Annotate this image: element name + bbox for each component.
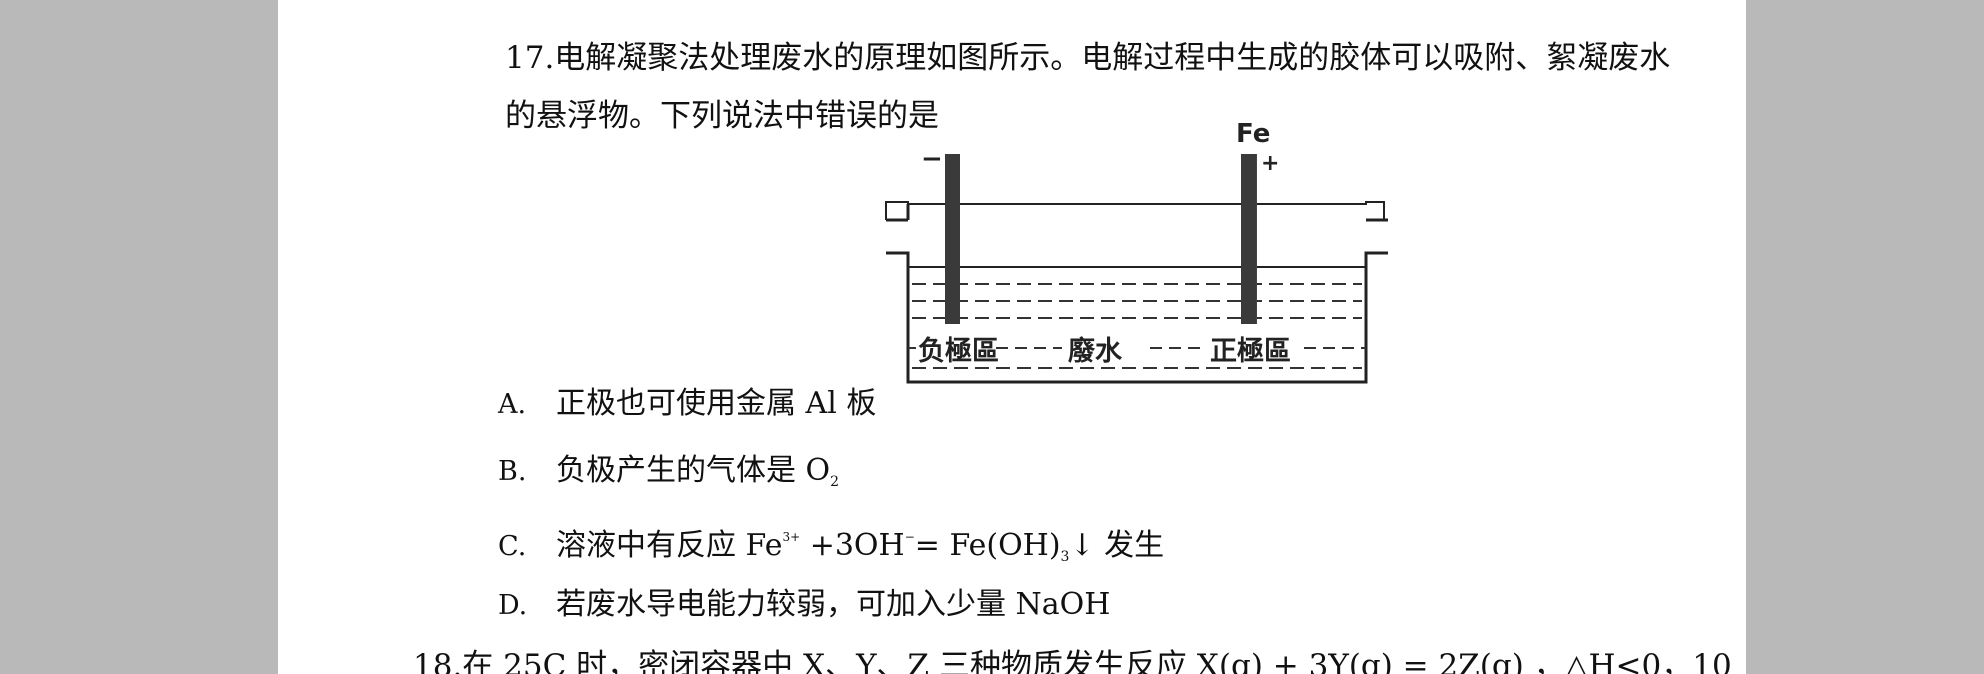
subscript: 3: [1060, 549, 1070, 565]
tank-outline: [885, 201, 1388, 384]
electrolysis-diagram: − + Fe 负極區 廢水 正極區: [885, 119, 1388, 384]
option-text: 正极也可使用金属 Al 板: [556, 386, 877, 421]
water-dashes: [912, 283, 1362, 369]
option-text-after: ↓ 发生: [1069, 528, 1165, 563]
cathode-electrode: [945, 154, 960, 324]
option-b[interactable]: B. 负极产生的气体是 O2: [498, 451, 839, 502]
option-text: 负极产生的气体是 O: [556, 453, 831, 488]
cathode-sign: −: [921, 144, 943, 174]
superscript-minus: −: [904, 530, 915, 544]
option-text-mid2: = Fe(OH): [914, 528, 1061, 563]
question-17-line-1: 17.电解凝聚法处理废水的原理如图所示。电解过程中生成的胶体可以吸附、絮凝废水: [505, 40, 1671, 76]
anode-material-label: Fe: [1236, 119, 1270, 149]
option-a[interactable]: A. 正极也可使用金属 Al 板: [498, 384, 876, 425]
option-text-mid: +3OH: [800, 528, 905, 563]
question-18-line: 18.在 25C 时，密闭容器中 X、Y、Z 三种物质发生反应 X(g) + 3…: [413, 648, 1732, 674]
option-d[interactable]: D. 若废水导电能力较弱，可加入少量 NaOH: [498, 585, 1110, 626]
option-letter: B.: [498, 456, 527, 487]
option-letter: D.: [498, 590, 528, 621]
anode-sign: +: [1261, 151, 1279, 176]
cathode-zone-label: 负極區: [918, 336, 999, 367]
wastewater-label: 廢水: [1068, 335, 1123, 367]
option-letter: A.: [498, 389, 527, 420]
option-letter: C.: [498, 531, 527, 562]
option-text: 溶液中有反应 Fe: [556, 528, 783, 563]
document-page: 17.电解凝聚法处理废水的原理如图所示。电解过程中生成的胶体可以吸附、絮凝废水 …: [278, 0, 1746, 674]
option-c[interactable]: C. 溶液中有反应 Fe3+ +3OH−= Fe(OH)3↓ 发生: [498, 517, 1164, 577]
option-text: 若废水导电能力较弱，可加入少量 NaOH: [556, 587, 1111, 622]
anode-zone-label: 正極區: [1210, 336, 1291, 367]
question-17-line-2: 的悬浮物。下列说法中错误的是: [505, 98, 939, 134]
superscript-charge: 3+: [782, 530, 801, 544]
subscript: 2: [830, 474, 840, 490]
